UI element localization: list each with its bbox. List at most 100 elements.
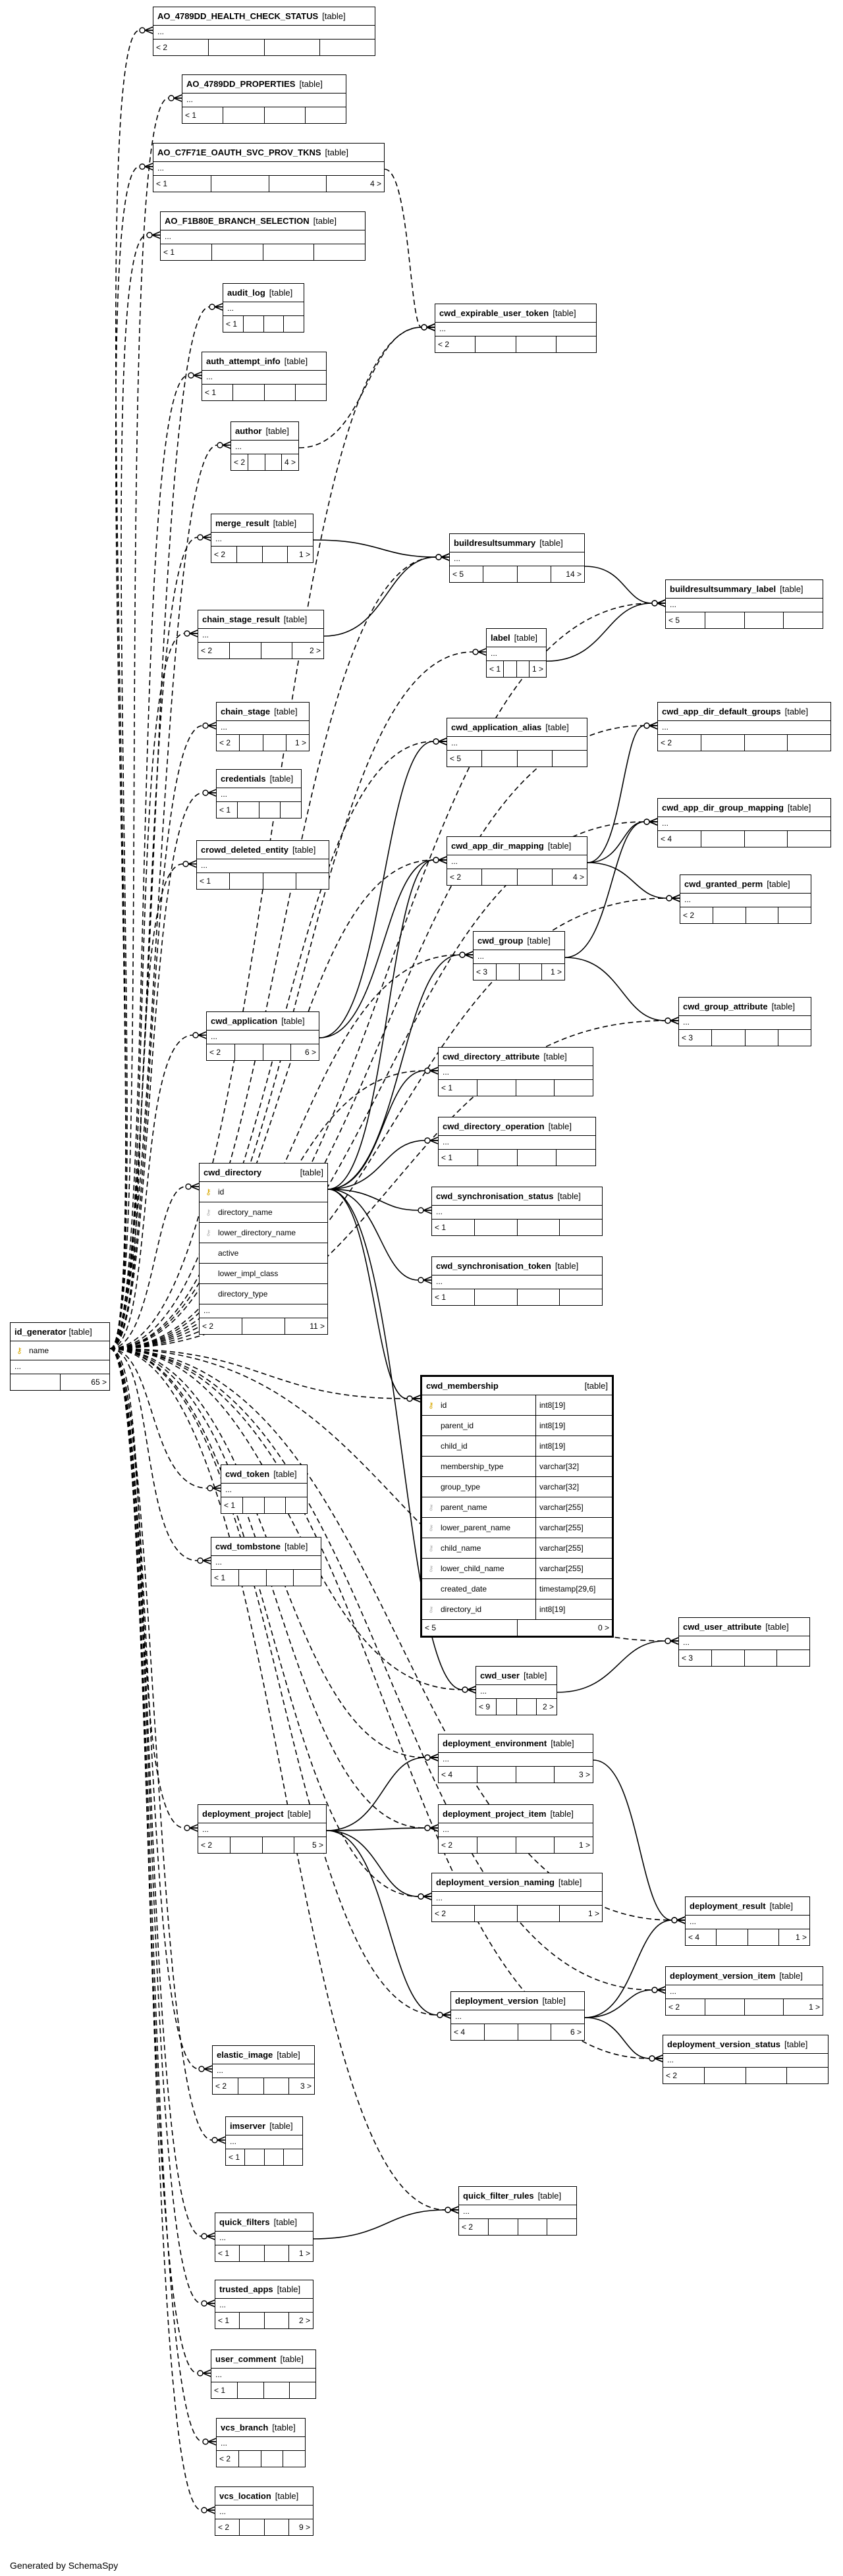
table-vcs-branch[interactable]: vcs_branch[table]...< 2 bbox=[216, 2418, 306, 2467]
column-name: directory_id bbox=[441, 1605, 482, 1614]
crowfoot-marker bbox=[192, 1031, 207, 1039]
table-name: quick_filters bbox=[219, 2217, 270, 2227]
table-tag: [table] bbox=[771, 1002, 795, 1011]
table-cwd-directory-operation[interactable]: cwd_directory_operation[table]...< 1 bbox=[438, 1117, 596, 1166]
crowfoot-marker bbox=[421, 323, 435, 331]
table-quick-filter-rules[interactable]: quick_filter_rules[table]...< 2 bbox=[458, 2186, 577, 2236]
table-ao-4789dd-properties[interactable]: AO_4789DD_PROPERTIES[table]...< 1 bbox=[182, 74, 346, 124]
table-ellipsis: ... bbox=[666, 599, 823, 612]
table-credentials[interactable]: credentials[table]...< 1 bbox=[216, 769, 302, 818]
table-crowd-deleted-entity[interactable]: crowd_deleted_entity[table]...< 1 bbox=[196, 840, 329, 890]
relationship-line bbox=[323, 556, 449, 637]
table-ellipsis: ... bbox=[459, 2205, 576, 2219]
table-ao-f1b80e-branch-selection[interactable]: AO_F1B80E_BRANCH_SELECTION[table]...< 1 bbox=[160, 211, 366, 261]
crowfoot-marker bbox=[437, 2011, 451, 2019]
table-ellipsis: ... bbox=[679, 1016, 811, 1030]
table-cwd-expirable-user-token[interactable]: cwd_expirable_user_token[table]...< 2 bbox=[435, 304, 597, 353]
table-deployment-version-status[interactable]: deployment_version_status[table]...< 2 bbox=[663, 2035, 829, 2084]
table-name: cwd_directory_operation bbox=[443, 1121, 545, 1131]
index-icon: ⚷ bbox=[205, 1208, 211, 1217]
table-cwd-tombstone[interactable]: cwd_tombstone[table]...< 1 bbox=[211, 1537, 321, 1586]
column-name: lower_parent_name bbox=[441, 1523, 511, 1532]
table-footer: < 3 bbox=[679, 1650, 809, 1666]
relationship-line bbox=[109, 1348, 450, 2016]
crowfoot-marker bbox=[182, 860, 197, 868]
column-name: group_type bbox=[441, 1482, 481, 1491]
crowfoot-marker bbox=[185, 1183, 200, 1191]
column-name: directory_type bbox=[218, 1289, 268, 1299]
relationship-line bbox=[109, 375, 202, 1349]
relationship-line bbox=[109, 651, 486, 1349]
column-name: child_id bbox=[441, 1441, 468, 1451]
column-type: varchar[255] bbox=[535, 1518, 612, 1538]
table-ao-4789dd-health-check-status[interactable]: AO_4789DD_HEALTH_CHECK_STATUS[table]...<… bbox=[153, 7, 375, 56]
column-name: lower_directory_name bbox=[218, 1228, 296, 1237]
table-cwd-granted-perm[interactable]: cwd_granted_perm[table]...< 2 bbox=[680, 874, 811, 924]
relationship-line bbox=[584, 1919, 685, 2018]
column-name: active bbox=[218, 1248, 239, 1258]
table-cwd-app-dir-group-mapping[interactable]: cwd_app_dir_group_mapping[table]...< 4 bbox=[657, 798, 831, 847]
table-auth-attempt-info[interactable]: auth_attempt_info[table]...< 1 bbox=[202, 352, 327, 401]
relationship-line bbox=[326, 1757, 438, 1831]
table-ellipsis: ... bbox=[211, 2369, 315, 2382]
relationship-line bbox=[109, 30, 153, 1349]
relationship-line bbox=[327, 1189, 476, 1690]
relationship-line bbox=[109, 1186, 199, 1349]
column-row: lower_impl_class bbox=[200, 1264, 327, 1284]
table-cwd-directory[interactable]: cwd_directory [table] ⚷id⚷directory_name… bbox=[199, 1163, 328, 1335]
table-user-comment[interactable]: user_comment[table]...< 1 bbox=[211, 2349, 316, 2399]
table-ellipsis: ... bbox=[217, 2437, 305, 2451]
table-audit-log[interactable]: audit_log[table]...< 1 bbox=[223, 283, 304, 333]
table-cwd-application-alias[interactable]: cwd_application_alias[table]...< 5 bbox=[447, 718, 587, 767]
table-name: audit_log bbox=[227, 288, 265, 298]
table-cwd-directory-attribute[interactable]: cwd_directory_attribute[table]...< 1 bbox=[438, 1047, 593, 1096]
table-imserver[interactable]: imserver[table]...< 1 bbox=[225, 2116, 303, 2166]
table-cwd-synchronisation-status[interactable]: cwd_synchronisation_status[table]...< 1 bbox=[431, 1187, 603, 1236]
table-ellipsis: ... bbox=[686, 1916, 809, 1929]
table-name: buildresultsummary_label bbox=[670, 584, 776, 594]
generated-by-footer: Generated by SchemaSpy bbox=[10, 2560, 119, 2571]
table-cwd-group-attribute[interactable]: cwd_group_attribute[table]...< 3 bbox=[678, 997, 811, 1046]
table-name: chain_stage bbox=[221, 707, 271, 716]
crowfoot-marker bbox=[665, 1637, 679, 1645]
table-cwd-app-dir-default-groups[interactable]: cwd_app_dir_default_groups[table]...< 2 bbox=[657, 702, 831, 751]
table-ao-c7f71e-oauth-svc-prov-tkns[interactable]: AO_C7F71E_OAUTH_SVC_PROV_TKNS[table]...<… bbox=[153, 143, 385, 192]
crowfoot-marker bbox=[211, 2136, 226, 2144]
table-tag: [table] bbox=[322, 11, 346, 21]
table-id-generator[interactable]: id_generator [table] ⚷name ... 65 > bbox=[10, 1322, 110, 1391]
table-cwd-user-attribute[interactable]: cwd_user_attribute[table]...< 3 bbox=[678, 1617, 810, 1667]
relationship-line bbox=[557, 1640, 678, 1693]
table-footer: < 1 bbox=[439, 1150, 595, 1166]
table-tag: [table] bbox=[325, 148, 348, 157]
table-buildresultsummary-label[interactable]: buildresultsummary_label[table]...< 5 bbox=[665, 579, 823, 629]
table-cwd-synchronisation-token[interactable]: cwd_synchronisation_token[table]...< 1 bbox=[431, 1256, 603, 1306]
table-name: imserver bbox=[230, 2121, 266, 2131]
table-cwd-token[interactable]: cwd_token[table]...< 1 bbox=[221, 1464, 308, 1514]
table-ellipsis: ... bbox=[215, 2506, 313, 2519]
relationship-line bbox=[313, 2209, 458, 2240]
